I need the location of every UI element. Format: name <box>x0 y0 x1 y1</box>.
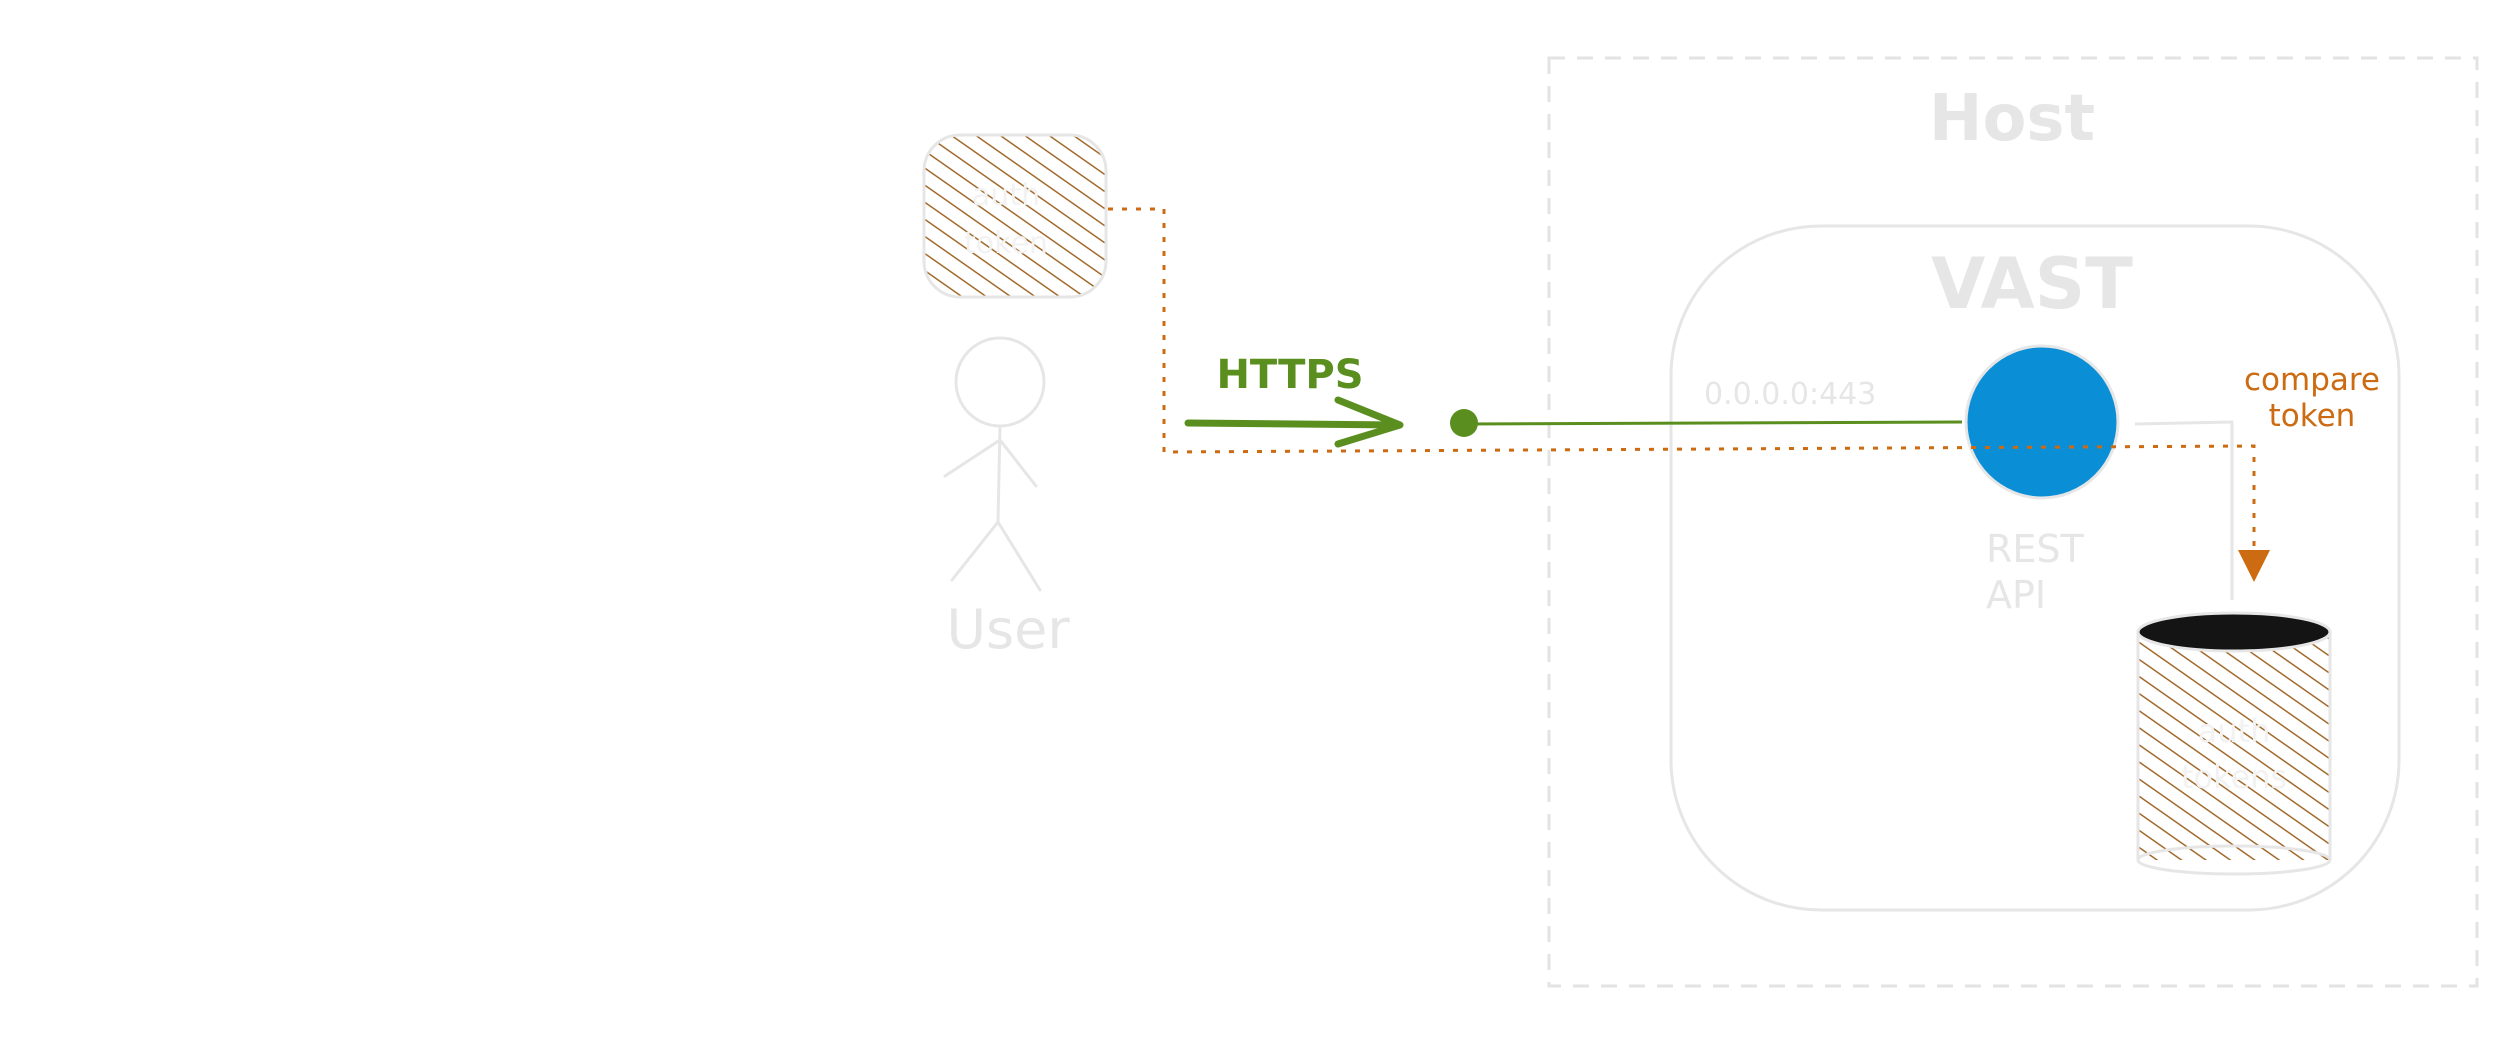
api-to-store-link <box>2134 420 2234 600</box>
vast-label: VAST <box>1931 243 2133 325</box>
rest-api-label-line2: API <box>1986 573 2046 617</box>
bind-address: 0.0.0.0:443 <box>1704 377 1876 412</box>
connection-line <box>1463 420 1963 426</box>
datastore-bottom <box>2136 844 2332 876</box>
auth-tokens-label-line2: tokens <box>2181 758 2287 796</box>
compare-token-label-line2: token <box>2269 398 2356 434</box>
compare-token-label-line1: compare <box>2244 362 2380 398</box>
auth-tokens-label-line1: auth <box>2198 712 2271 750</box>
datastore-body <box>2138 632 2330 860</box>
rest-api-label-line1: REST <box>1986 527 2085 571</box>
auth-tokens-datastore-icon <box>2136 611 2332 876</box>
user-auth-token-box <box>922 133 1108 299</box>
datastore-top <box>2136 611 2332 653</box>
token-flow-arrowhead <box>2238 550 2270 582</box>
token-flow-line <box>1108 207 2256 548</box>
rest-api-node <box>1964 344 2120 500</box>
user-auth-token-label-line2: token <box>964 226 1048 261</box>
https-label: HTTPS <box>1216 352 1363 398</box>
host-label: Host <box>1929 82 2095 156</box>
user-auth-token-label-line1: auth <box>972 178 1040 213</box>
vast-container <box>1669 224 2401 912</box>
user-stick-figure-icon <box>943 336 1046 592</box>
host-boundary <box>1547 56 2479 988</box>
https-arrow <box>1184 396 1404 448</box>
user-label: User <box>946 598 1070 661</box>
